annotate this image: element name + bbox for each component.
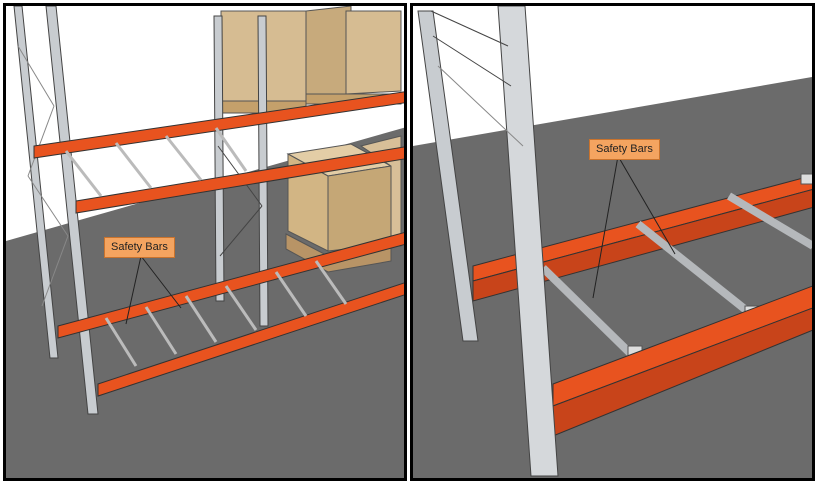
safety-bars-callout: Safety Bars bbox=[104, 237, 175, 258]
left-rack-panel: Safety Bars bbox=[3, 3, 407, 481]
left-rack-illustration bbox=[6, 6, 407, 481]
right-rack-panel: Safety Bars bbox=[410, 3, 815, 481]
safety-bars-callout: Safety Bars bbox=[589, 139, 660, 160]
right-rack-illustration bbox=[413, 6, 815, 481]
